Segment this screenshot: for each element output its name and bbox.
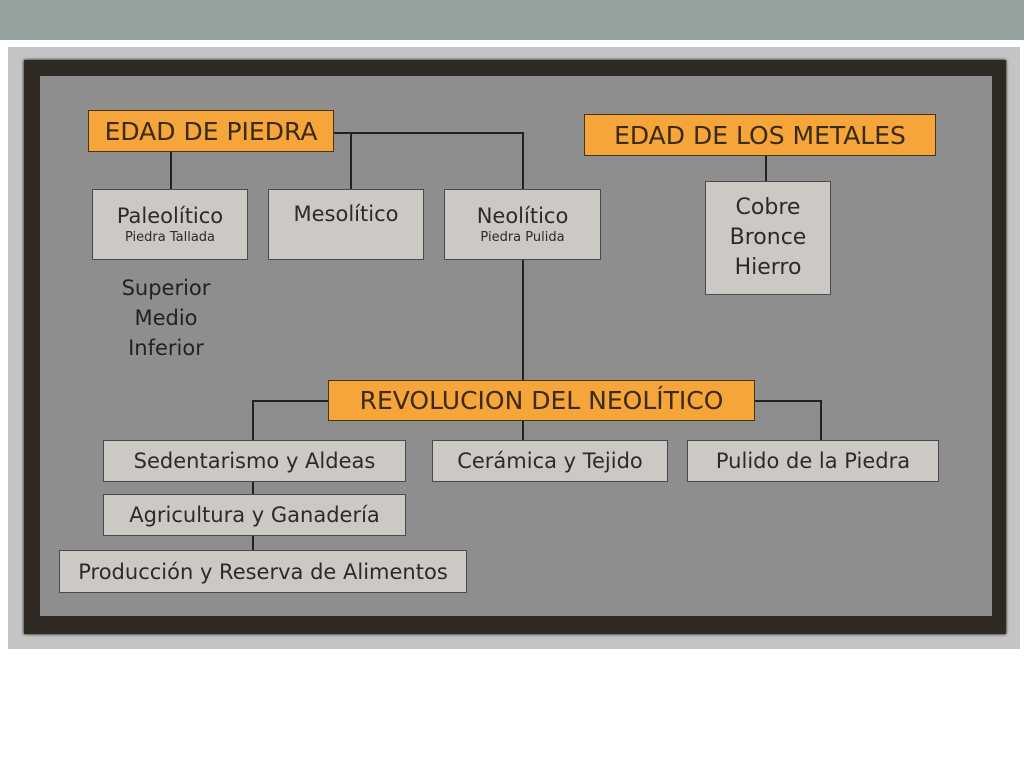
connector-line: [252, 536, 254, 550]
agricultura-box: Agricultura y Ganadería: [103, 494, 406, 536]
periodo-item: Superior: [121, 276, 211, 300]
neolitico-subtitle: Piedra Pulida: [480, 230, 565, 245]
revolucion-label: REVOLUCION DEL NEOLÍTICO: [359, 386, 724, 415]
metal-item: Cobre: [735, 195, 801, 220]
metal-item: Bronce: [729, 225, 807, 250]
ceramica-label: Cerámica y Tejido: [457, 449, 643, 473]
neolitico-box: Neolítico Piedra Pulida: [444, 189, 601, 260]
connector-line: [522, 132, 524, 189]
paleolitico-title: Paleolítico: [116, 204, 224, 228]
agricultura-label: Agricultura y Ganadería: [129, 503, 380, 527]
paleolitico-subtitle: Piedra Tallada: [124, 230, 216, 245]
periodo-item: Inferior: [128, 336, 204, 360]
produccion-box: Producción y Reserva de Alimentos: [59, 550, 467, 593]
edad-de-los-metales-label: EDAD DE LOS METALES: [614, 120, 906, 150]
pulido-label: Pulido de la Piedra: [715, 449, 911, 473]
paleolitico-box: Paleolítico Piedra Tallada: [92, 189, 248, 260]
connector-line: [765, 156, 767, 181]
connector-line: [522, 421, 524, 440]
connector-line: [820, 400, 822, 440]
metal-item: Hierro: [734, 255, 802, 280]
connector-line: [252, 400, 328, 402]
metales-box: Cobre Bronce Hierro: [705, 181, 831, 295]
connector-line: [350, 132, 352, 189]
periodos-list: Superior Medio Inferior: [104, 273, 228, 363]
sedentarismo-box: Sedentarismo y Aldeas: [103, 440, 406, 482]
revolucion-box: REVOLUCION DEL NEOLÍTICO: [328, 380, 755, 421]
edad-de-piedra-box: EDAD DE PIEDRA: [88, 110, 334, 152]
produccion-label: Producción y Reserva de Alimentos: [78, 559, 448, 584]
connector-line: [755, 400, 822, 402]
ceramica-box: Cerámica y Tejido: [432, 440, 668, 482]
edad-de-piedra-label: EDAD DE PIEDRA: [104, 116, 318, 146]
top-bar: [0, 0, 1024, 40]
connector-line: [522, 260, 524, 380]
connector-line: [252, 400, 254, 440]
mesolitico-title: Mesolítico: [293, 202, 399, 226]
mesolitico-box: Mesolítico: [268, 189, 424, 260]
pulido-box: Pulido de la Piedra: [687, 440, 939, 482]
sedentarismo-label: Sedentarismo y Aldeas: [133, 449, 376, 473]
periodo-item: Medio: [134, 306, 198, 330]
edad-de-los-metales-box: EDAD DE LOS METALES: [584, 114, 936, 156]
connector-line: [252, 482, 254, 494]
connector-line: [334, 132, 524, 134]
connector-line: [170, 152, 172, 189]
neolitico-title: Neolítico: [476, 204, 569, 228]
